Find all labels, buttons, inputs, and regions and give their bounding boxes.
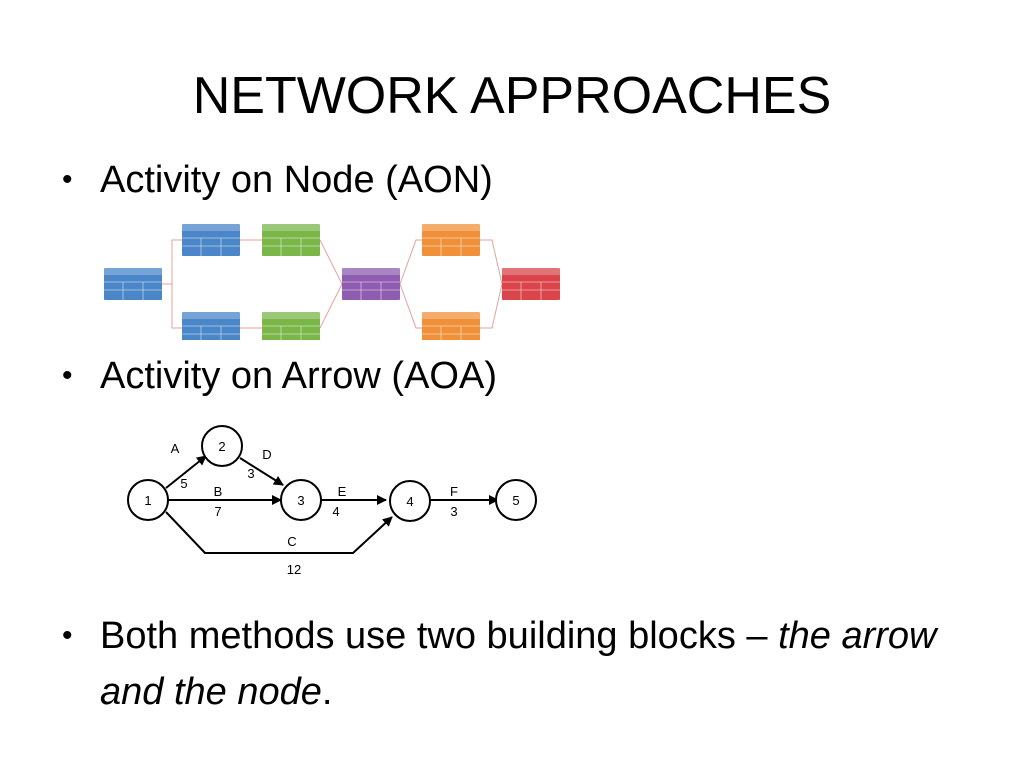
- aoa-node-5: [495, 479, 537, 521]
- bullet-text: Activity on Arrow (AOA): [100, 355, 497, 397]
- activity-duration: 7: [214, 504, 221, 519]
- arrow-c: [165, 511, 393, 554]
- activity-name: B: [214, 484, 223, 499]
- bullet-text-end: .: [321, 671, 333, 713]
- bullet-dot: •: [62, 619, 73, 652]
- activity-duration: 12: [287, 562, 301, 577]
- arrow-a: [165, 455, 207, 489]
- activity-duration: 3: [247, 466, 254, 481]
- bullet-aoa: • Activity on Arrow (AOA): [62, 348, 962, 404]
- node-label: 1: [144, 493, 151, 508]
- bullet-aon: • Activity on Node (AON): [62, 152, 962, 208]
- aon-node-orange-bottom: [421, 311, 481, 340]
- activity-name: A: [171, 441, 180, 456]
- bullet-dot: •: [62, 163, 73, 196]
- bullet-dot: •: [62, 359, 73, 392]
- activity-name: F: [450, 484, 458, 499]
- bullet-text-plain: Both methods use two building blocks –: [100, 615, 779, 657]
- aon-node-end: [501, 267, 561, 301]
- node-label: 3: [297, 493, 304, 508]
- aoa-node-3: [280, 479, 322, 521]
- aon-connectors: [162, 239, 503, 329]
- aon-node-blue-bottom: [181, 311, 241, 340]
- activity-name: D: [262, 447, 271, 462]
- bullet-building-blocks: • Both methods use two building blocks –…: [62, 608, 962, 720]
- aon-node-blue-top: [181, 223, 241, 257]
- node-label: 4: [406, 494, 413, 509]
- aon-node-orange-top: [421, 223, 481, 257]
- activity-name: C: [287, 534, 296, 549]
- aoa-node-2: [201, 425, 243, 467]
- node-label: 2: [218, 439, 225, 454]
- bullet-text-italic: the arrow and the node: [100, 615, 937, 713]
- arrow-d: [239, 457, 284, 486]
- bullet-text: Both methods use two building blocks – t…: [100, 608, 962, 720]
- aoa-node-1: [127, 479, 169, 521]
- aoa-node-4: [389, 480, 431, 522]
- aon-node-green-bottom: [261, 311, 321, 340]
- slide-title: NETWORK APPROACHES: [192, 67, 832, 125]
- bullet-text: Activity on Node (AON): [100, 159, 493, 201]
- aon-node-green-top: [261, 223, 321, 257]
- activity-duration: 4: [332, 504, 339, 519]
- activity-duration: 3: [450, 504, 457, 519]
- aoa-diagram: 1 2 3 4 5 A 5 D 3 B 7 E 4 F 3 C 12: [127, 425, 537, 577]
- activity-name: E: [338, 484, 347, 499]
- aon-node-purple: [341, 267, 401, 301]
- aon-node-start: [103, 267, 163, 301]
- activity-duration: 5: [180, 476, 187, 491]
- node-label: 5: [512, 493, 519, 508]
- aon-diagram: [103, 223, 561, 340]
